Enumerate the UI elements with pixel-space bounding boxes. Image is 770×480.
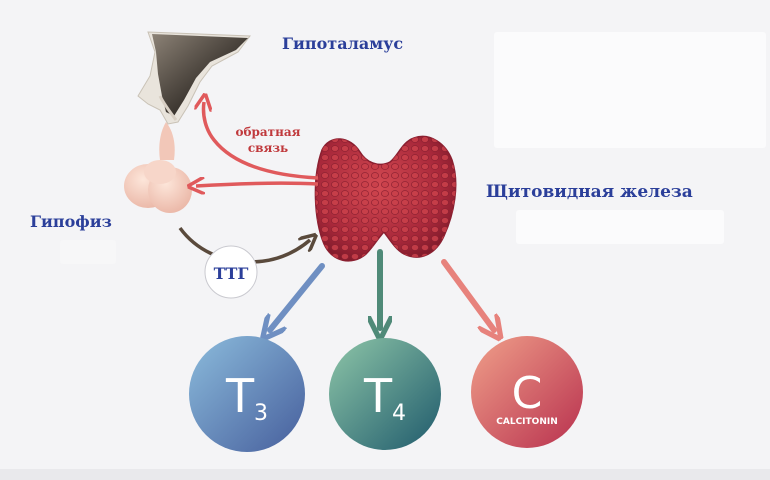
feedback-label-line2: связь xyxy=(247,141,289,155)
pituitary-label: Гипофиз xyxy=(30,212,112,231)
blank-area-top-right xyxy=(494,32,766,148)
pituitary-illustration xyxy=(124,122,192,213)
hormone-calcitonin-caption: CALCITONIN xyxy=(496,417,557,427)
hormone-t4-symbol: T xyxy=(363,369,393,423)
hormone-t3-subscript: 3 xyxy=(254,401,268,426)
feedback-arrow-to-pituitary xyxy=(196,183,319,186)
hormone-t4: T4 xyxy=(329,338,441,450)
bottom-strip xyxy=(0,469,770,480)
thyroid-gland-illustration xyxy=(314,135,457,262)
hormone-calcitonin-circle xyxy=(471,336,583,448)
thyroid-label: Щитовидная железа xyxy=(486,182,693,202)
feedback-label-line1: обратная xyxy=(235,125,301,139)
arrow-to-calcitonin xyxy=(441,259,494,330)
blank-area-left xyxy=(60,240,116,264)
tsh-badge xyxy=(204,245,258,299)
hormone-t3: T3 xyxy=(189,336,305,452)
hormone-t3-circle xyxy=(189,336,305,452)
hormone-t4-circle xyxy=(329,338,441,450)
feedback-label: обратная связь xyxy=(226,124,310,156)
hypothalamus-illustration xyxy=(137,31,251,125)
tsh-label: ТТГ xyxy=(214,264,249,283)
hormone-calcitonin-symbol: C xyxy=(512,368,543,419)
feedback-arrow-to-hypothalamus xyxy=(203,102,319,180)
arrow-to-t3 xyxy=(270,263,325,330)
hormone-t3-symbol: T xyxy=(225,369,255,423)
hormone-t4-subscript: 4 xyxy=(392,401,406,426)
blank-area-mid-right xyxy=(516,210,724,244)
svg-text:T3: T3 xyxy=(225,369,268,426)
hormone-calcitonin: C CALCITONIN xyxy=(471,336,583,448)
hypothalamus-label: Гипоталамус xyxy=(282,34,404,53)
svg-text:T4: T4 xyxy=(363,369,406,426)
